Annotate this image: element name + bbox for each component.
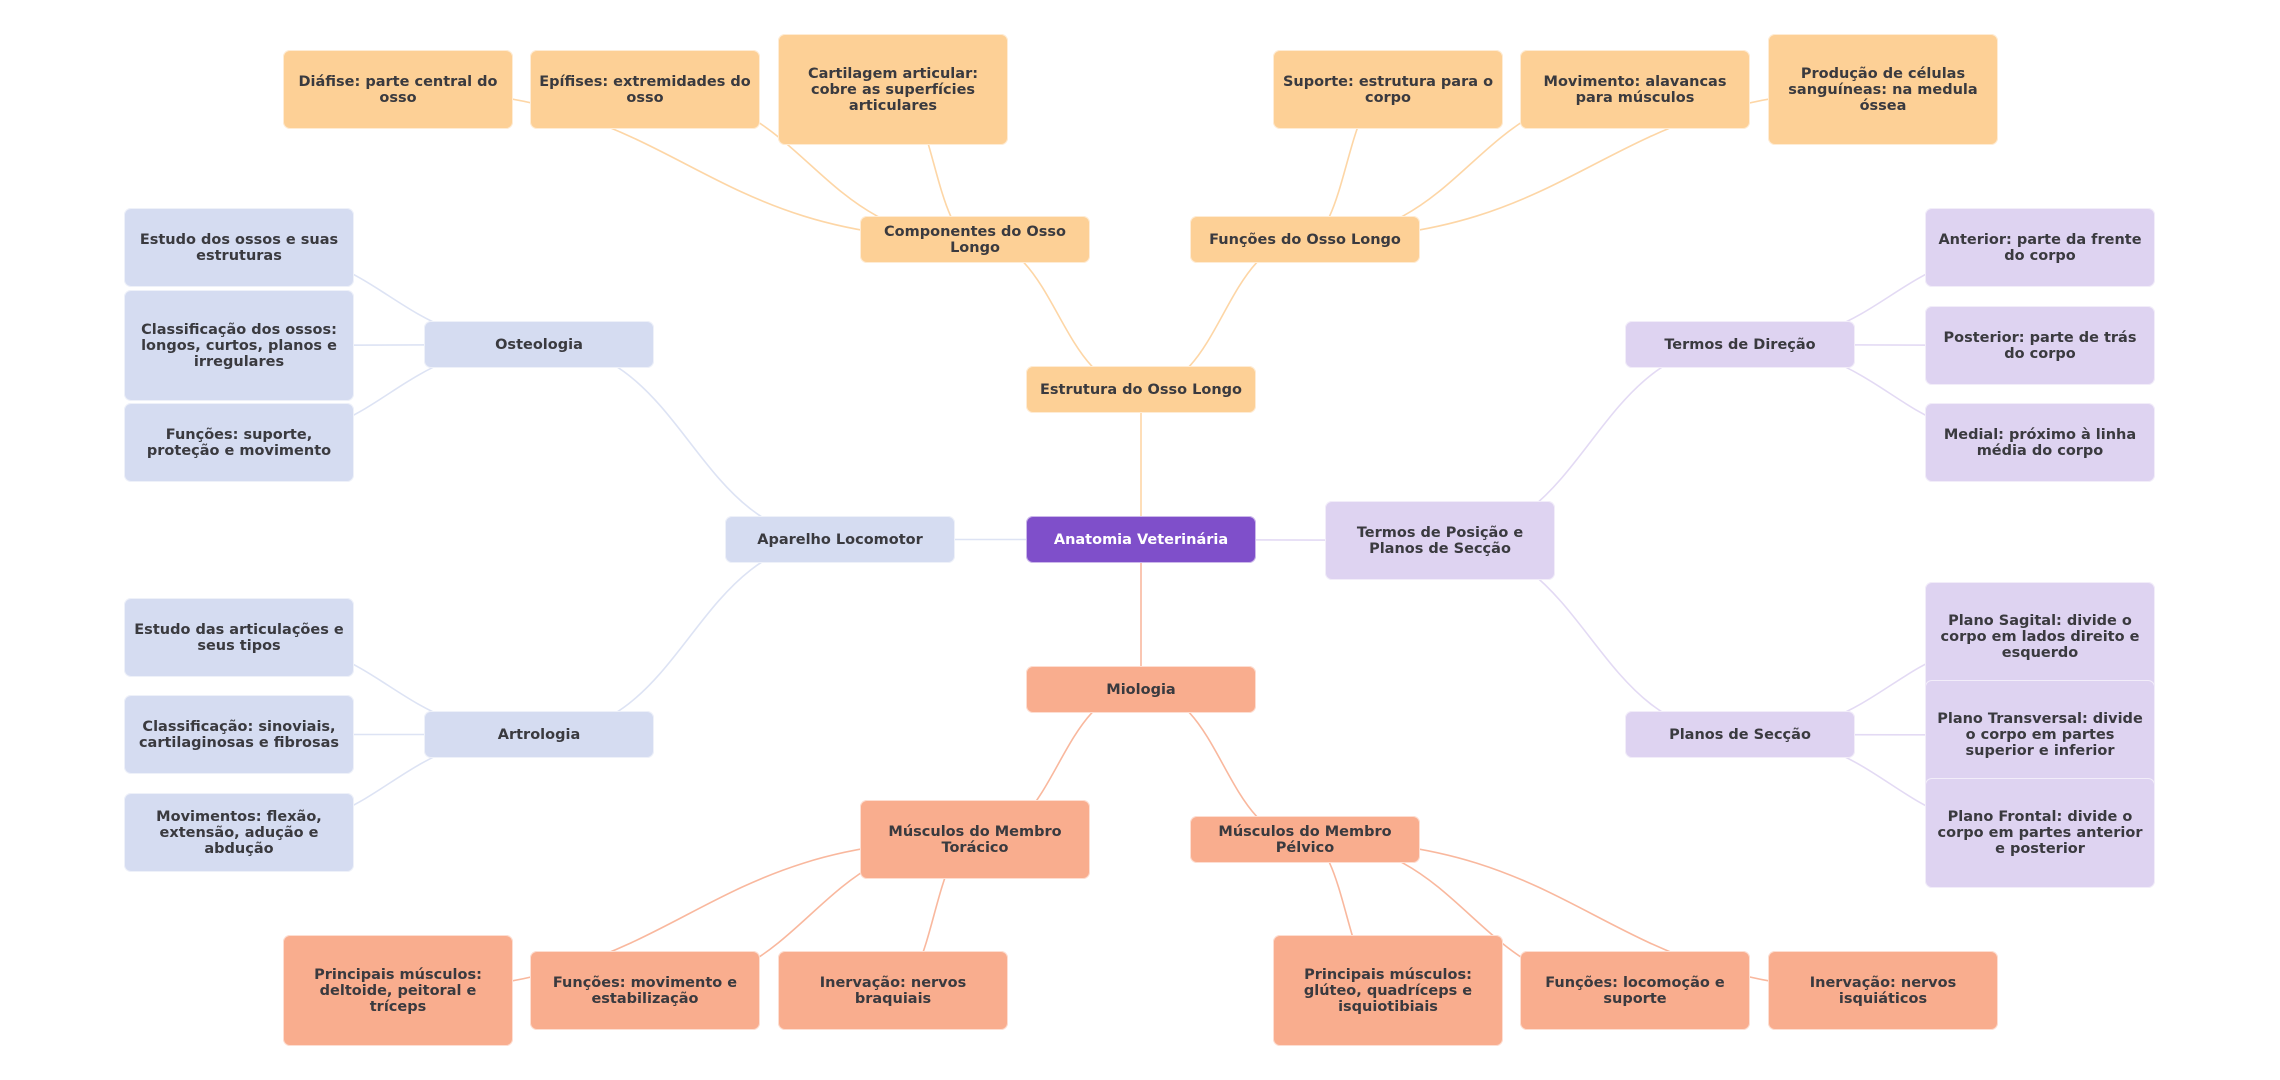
node-termos-posicao[interactable]: Termos de Posição e Planos de Secção (1325, 501, 1555, 580)
node-funcoes-toracico[interactable]: Funções: movimento e estabilização (530, 951, 760, 1030)
node-plano-frontal[interactable]: Plano Frontal: divide o corpo em partes … (1925, 778, 2155, 888)
node-suporte[interactable]: Suporte: estrutura para o corpo (1273, 50, 1503, 129)
node-funcoes-osteologia[interactable]: Funções: suporte, proteção e movimento (124, 403, 354, 482)
node-miologia[interactable]: Miologia (1026, 666, 1256, 713)
edge-aparelho-artrologia (538, 538, 841, 736)
node-membro-toracico[interactable]: Músculos do Membro Torácico (860, 800, 1090, 879)
node-termos-direcao[interactable]: Termos de Direção (1625, 321, 1855, 368)
node-cartilagem-articular[interactable]: Cartilagem articular: cobre as superfíci… (778, 34, 1008, 145)
node-principais-musculos-toracico[interactable]: Principais músculos: deltoide, peitoral … (283, 935, 513, 1046)
node-epifises[interactable]: Epífises: extremidades do osso (530, 50, 760, 129)
node-classificacao-ossos[interactable]: Classificação dos ossos: longos, curtos,… (124, 290, 354, 401)
node-componentes-osso-longo[interactable]: Componentes do Osso Longo (860, 216, 1090, 263)
node-aparelho-locomotor[interactable]: Aparelho Locomotor (725, 516, 955, 563)
node-estrutura-osso-longo[interactable]: Estrutura do Osso Longo (1026, 366, 1256, 413)
node-anterior[interactable]: Anterior: parte da frente do corpo (1925, 208, 2155, 287)
root-node[interactable]: Anatomia Veterinária (1026, 516, 1256, 563)
node-medial[interactable]: Medial: próximo à linha média do corpo (1925, 403, 2155, 482)
node-artrologia[interactable]: Artrologia (424, 711, 654, 758)
node-movimento[interactable]: Movimento: alavancas para músculos (1520, 50, 1750, 129)
node-producao-celulas[interactable]: Produção de células sanguíneas: na medul… (1768, 34, 1998, 145)
node-funcoes-pelvico[interactable]: Funções: locomoção e suporte (1520, 951, 1750, 1030)
node-movimentos[interactable]: Movimentos: flexão, extensão, adução e a… (124, 793, 354, 872)
node-plano-transversal[interactable]: Plano Transversal: divide o corpo em par… (1925, 680, 2155, 790)
node-inervacao-toracico[interactable]: Inervação: nervos braquiais (778, 951, 1008, 1030)
node-classificacao-articulacoes[interactable]: Classificação: sinoviais, cartilaginosas… (124, 695, 354, 774)
node-diafise[interactable]: Diáfise: parte central do osso (283, 50, 513, 129)
node-estudo-ossos[interactable]: Estudo dos ossos e suas estruturas (124, 208, 354, 287)
node-posterior[interactable]: Posterior: parte de trás do corpo (1925, 306, 2155, 385)
node-inervacao-pelvico[interactable]: Inervação: nervos isquiáticos (1768, 951, 1998, 1030)
node-planos-seccao[interactable]: Planos de Secção (1625, 711, 1855, 758)
node-osteologia[interactable]: Osteologia (424, 321, 654, 368)
node-plano-sagital[interactable]: Plano Sagital: divide o corpo em lados d… (1925, 582, 2155, 692)
edge-aparelho-osteologia (538, 343, 841, 541)
node-membro-pelvico[interactable]: Músculos do Membro Pélvico (1190, 816, 1420, 863)
node-principais-musculos-pelvico[interactable]: Principais músculos: glúteo, quadríceps … (1273, 935, 1503, 1046)
node-estudo-articulacoes[interactable]: Estudo das articulações e seus tipos (124, 598, 354, 677)
node-funcoes-osso-longo[interactable]: Funções do Osso Longo (1190, 216, 1420, 263)
